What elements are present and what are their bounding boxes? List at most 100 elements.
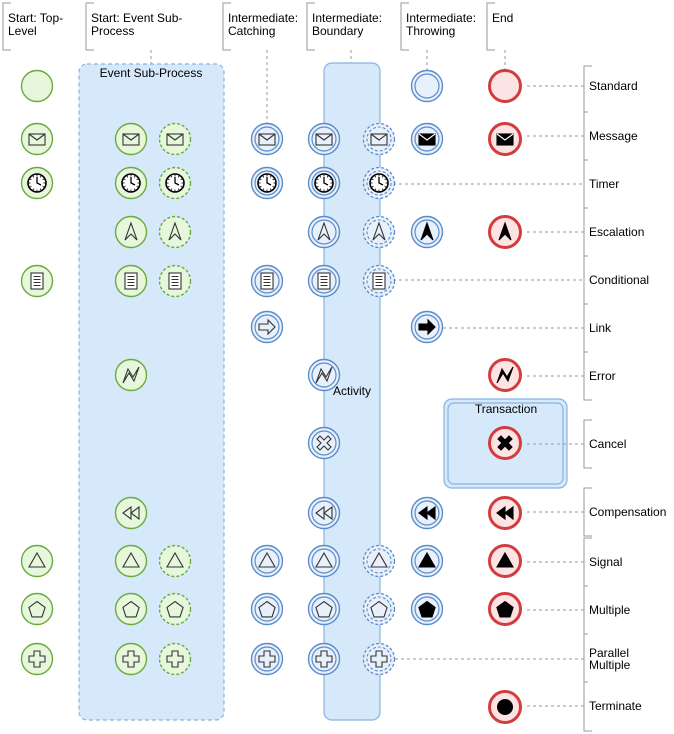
event-conditional-start[interactable] bbox=[114, 264, 148, 298]
event-message-inter[interactable] bbox=[410, 122, 444, 156]
event-conditional-inter-ni[interactable] bbox=[362, 264, 396, 298]
event-standard-end[interactable] bbox=[488, 69, 522, 103]
event-escalation-inter-ni[interactable] bbox=[362, 215, 396, 249]
event-error-end[interactable] bbox=[488, 358, 522, 392]
event-parallel-multiple-start-ni[interactable] bbox=[158, 642, 192, 676]
event-timer-start[interactable] bbox=[114, 166, 148, 200]
event-escalation-start-ni[interactable] bbox=[158, 215, 192, 249]
clock-tick-icon bbox=[136, 178, 139, 181]
event-error-inter[interactable] bbox=[307, 358, 341, 392]
event-compensation-start[interactable] bbox=[114, 496, 148, 530]
event-signal-start[interactable] bbox=[114, 544, 148, 578]
clock-tick-icon bbox=[180, 185, 183, 188]
event-signal-start-ni[interactable] bbox=[158, 544, 192, 578]
event-escalation-end[interactable] bbox=[488, 215, 522, 249]
event-signal-start[interactable] bbox=[20, 544, 54, 578]
signal-triangle-icon bbox=[315, 551, 333, 568]
event-signal-inter[interactable] bbox=[307, 544, 341, 578]
event-message-start[interactable] bbox=[20, 122, 54, 156]
event-link-inter[interactable] bbox=[410, 310, 444, 344]
event-parallel-multiple-inter[interactable] bbox=[250, 642, 284, 676]
clock-hands-icon bbox=[378, 177, 384, 186]
start-event-circle bbox=[114, 592, 148, 626]
event-compensation-end[interactable] bbox=[488, 496, 522, 530]
row-label-signal[interactable]: Signal bbox=[589, 555, 622, 569]
event-parallel-multiple-start[interactable] bbox=[114, 642, 148, 676]
event-parallel-multiple-inter-ni[interactable] bbox=[362, 642, 396, 676]
event-signal-inter[interactable] bbox=[410, 544, 444, 578]
event-message-inter-ni[interactable] bbox=[362, 122, 396, 156]
event-timer-start[interactable] bbox=[20, 166, 54, 200]
event-message-inter[interactable] bbox=[307, 122, 341, 156]
event-escalation-inter[interactable] bbox=[307, 215, 341, 249]
event-escalation-start[interactable] bbox=[114, 215, 148, 249]
event-cancel-inter[interactable] bbox=[307, 426, 341, 460]
column-header[interactable]: Start: Top-Level bbox=[8, 11, 63, 38]
escalation-icon bbox=[168, 221, 182, 241]
document-icon bbox=[260, 272, 274, 290]
row-label-escalation[interactable]: Escalation bbox=[589, 225, 644, 239]
event-multiple-inter-ni[interactable] bbox=[362, 592, 396, 626]
column-header-line: Throwing bbox=[406, 24, 455, 38]
event-multiple-start-ni[interactable] bbox=[158, 592, 192, 626]
event-standard-inter[interactable] bbox=[410, 69, 444, 103]
event-message-inter[interactable] bbox=[250, 122, 284, 156]
column-header[interactable]: Intermediate:Boundary bbox=[312, 11, 382, 38]
row-label-message[interactable]: Message bbox=[589, 129, 638, 143]
row-label-standard[interactable]: Standard bbox=[589, 79, 638, 93]
event-message-end[interactable] bbox=[488, 122, 522, 156]
event-compensation-inter[interactable] bbox=[307, 496, 341, 530]
event-terminate-end[interactable] bbox=[488, 690, 522, 724]
signal-triangle-icon bbox=[122, 551, 140, 568]
event-cancel-end[interactable] bbox=[488, 426, 522, 460]
row-label-link[interactable]: Link bbox=[589, 321, 612, 335]
event-multiple-start[interactable] bbox=[20, 592, 54, 626]
event-multiple-inter[interactable] bbox=[307, 592, 341, 626]
event-multiple-end[interactable] bbox=[488, 592, 522, 626]
event-timer-inter-ni[interactable] bbox=[362, 166, 396, 200]
event-timer-inter[interactable] bbox=[250, 166, 284, 200]
start-event-circle bbox=[114, 642, 148, 676]
event-escalation-inter[interactable] bbox=[410, 215, 444, 249]
row-label-multiple[interactable]: Multiple bbox=[589, 603, 631, 617]
row-label-compensation[interactable]: Compensation bbox=[589, 505, 666, 519]
envelope-flap-icon bbox=[315, 133, 333, 141]
event-multiple-inter[interactable] bbox=[250, 592, 284, 626]
event-parallel-multiple-inter[interactable] bbox=[307, 642, 341, 676]
event-message-start[interactable] bbox=[114, 122, 148, 156]
event-conditional-start[interactable] bbox=[20, 264, 54, 298]
event-signal-inter[interactable] bbox=[250, 544, 284, 578]
row-label-terminate[interactable]: Terminate bbox=[589, 699, 642, 713]
row-label-timer[interactable]: Timer bbox=[589, 177, 619, 191]
envelope-flap-icon bbox=[258, 133, 276, 141]
event-timer-start-ni[interactable] bbox=[158, 166, 192, 200]
envelope-flap-icon bbox=[496, 133, 514, 141]
row-label-error[interactable]: Error bbox=[589, 369, 616, 383]
event-parallel-multiple-start[interactable] bbox=[20, 642, 54, 676]
event-signal-inter-ni[interactable] bbox=[362, 544, 396, 578]
column-header[interactable]: Intermediate:Throwing bbox=[406, 11, 476, 38]
event-message-start-ni[interactable] bbox=[158, 122, 192, 156]
event-conditional-inter[interactable] bbox=[307, 264, 341, 298]
event-conditional-inter[interactable] bbox=[250, 264, 284, 298]
column-header-line: Process bbox=[91, 24, 134, 38]
row-label-conditional[interactable]: Conditional bbox=[589, 273, 649, 287]
event-timer-inter[interactable] bbox=[307, 166, 341, 200]
event-multiple-start[interactable] bbox=[114, 592, 148, 626]
row-label-line: Cancel bbox=[589, 437, 626, 451]
event-signal-end[interactable] bbox=[488, 544, 522, 578]
event-subprocess-container[interactable] bbox=[78, 63, 225, 721]
escalation-icon bbox=[372, 221, 386, 241]
row-label-cancel[interactable]: Cancel bbox=[589, 437, 626, 451]
column-header[interactable]: Intermediate:Catching bbox=[228, 11, 298, 38]
column-header[interactable]: End bbox=[492, 11, 513, 25]
event-standard-start[interactable] bbox=[20, 69, 54, 103]
event-compensation-inter[interactable] bbox=[410, 496, 444, 530]
event-error-start[interactable] bbox=[114, 358, 148, 392]
event-multiple-inter[interactable] bbox=[410, 592, 444, 626]
start-event-circle bbox=[158, 122, 192, 156]
event-conditional-start-ni[interactable] bbox=[158, 264, 192, 298]
event-link-inter[interactable] bbox=[250, 310, 284, 344]
column-header[interactable]: Start: Event Sub-Process bbox=[91, 11, 182, 38]
